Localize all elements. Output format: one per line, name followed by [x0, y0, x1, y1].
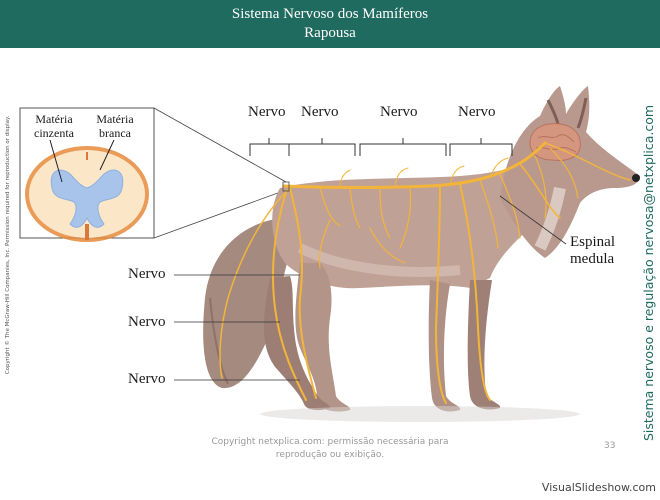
- hind-leg-left: [295, 263, 351, 412]
- hind-leg-right: [263, 276, 330, 411]
- white-matter-label: Matéria branca: [96, 112, 134, 140]
- fox-nervous-system-figure: Matéria cinzenta Matéria branca Nervo Ne…: [0, 48, 660, 460]
- gray-matter-pointer: [49, 139, 63, 183]
- white-matter-pointer: [99, 139, 115, 171]
- slide-title: Sistema Nervoso dos Mamíferos: [231, 6, 429, 22]
- nerve-label-top-1: Nervo: [248, 104, 286, 120]
- sciatic-nerve-right: [272, 191, 307, 401]
- fox-illustration: [19, 86, 640, 422]
- left-copyright-text: Copyright © The McGraw-Hill Companies, I…: [5, 115, 11, 375]
- brain: [529, 123, 581, 161]
- fox-tail: [203, 218, 290, 389]
- zoom-line-bottom: [153, 189, 287, 239]
- fox-nose: [632, 174, 640, 182]
- right-vertical-text: Sistema nervoso e regulação nervosa@netx…: [641, 104, 656, 442]
- spinal-cord-cross-section: [25, 146, 149, 242]
- leader-lines: [174, 195, 567, 381]
- front-leg-nerve-right: [459, 183, 491, 401]
- front-leg-left: [428, 280, 461, 412]
- cranial-nerve: [544, 142, 631, 181]
- fox-head: [500, 86, 640, 258]
- gray-matter-label: Matéria cinzenta: [34, 112, 74, 140]
- ground-shadow: [260, 406, 580, 422]
- spinal-cord: [282, 141, 547, 189]
- tail-nerve: [219, 189, 289, 379]
- nerve-brackets: [249, 138, 513, 156]
- slide-subtitle: Rapousa: [304, 25, 356, 41]
- gray-matter-shape: [50, 169, 124, 228]
- nerve-label-top-3: Nervo: [380, 104, 418, 120]
- sciatic-nerve-left: [289, 187, 317, 399]
- nerve-label-left-1: Nervo: [128, 266, 166, 282]
- spine-zoom-marker: [282, 181, 290, 192]
- nerve-label-left-3: Nervo: [128, 371, 166, 387]
- nerve-label-top-4: Nervo: [458, 104, 496, 120]
- front-leg-nerve-left: [434, 185, 447, 404]
- slide-header: Sistema Nervoso dos Mamíferos Rapousa: [0, 0, 660, 48]
- watermark-text: VisualSlideshow.com: [541, 481, 656, 494]
- front-leg-right: [467, 280, 501, 410]
- nervous-system: [219, 141, 631, 404]
- footer-copyright: Copyright netxplica.com: permissão neces…: [211, 437, 449, 460]
- nerve-label-top-2: Nervo: [301, 104, 339, 120]
- page-number: 33: [604, 441, 616, 451]
- zoom-line-top: [153, 107, 287, 183]
- nerve-label-left-2: Nervo: [128, 314, 166, 330]
- spinal-cord-label: Espinal medula: [570, 234, 615, 267]
